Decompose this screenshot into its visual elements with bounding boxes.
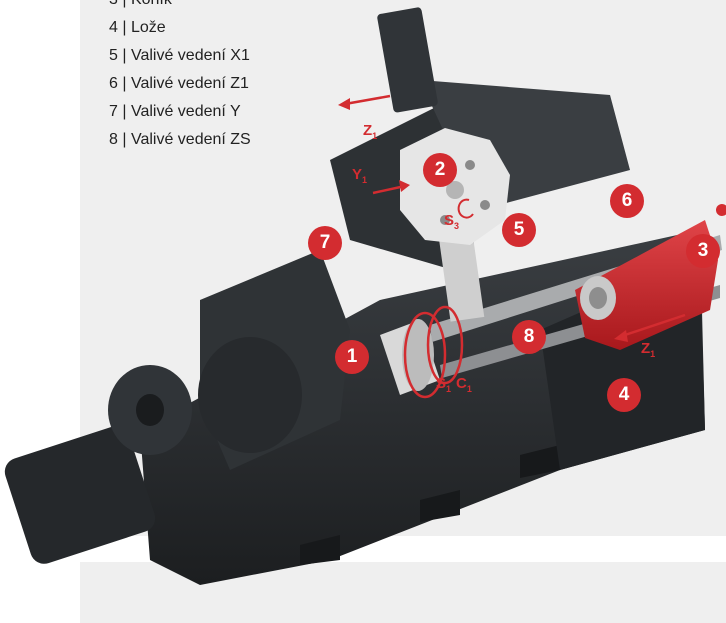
z1-right-axis-arrow [621,313,686,338]
s1-rotation-arrow [403,311,447,399]
callout-badge-7: 7 [308,226,342,260]
axis-label-s3: S3 [444,212,460,231]
motor-body [4,426,156,564]
s3-rotation-arrow [457,198,474,219]
c1-rotation-arrow [426,305,464,385]
legend-item: 5 | Valivé vedení X1 [109,47,250,64]
callout-badge-1: 1 [335,340,369,374]
callout-badge-6: 6 [610,184,644,218]
legend-item: 6 | Valivé vedení Z1 [109,75,249,92]
axis-label-c1: C1 [456,375,472,394]
axis-label-s1: S1 [436,375,452,394]
callout-badge-5: 5 [502,213,536,247]
z1-axis-arrow [344,94,391,106]
machine-bed [140,230,705,585]
headstock-flange [198,337,302,453]
callout-badge-8: 8 [512,320,546,354]
axis-label-y1: Y1 [352,166,368,185]
legend-item: 8 | Valivé vedení ZS [109,131,251,148]
turret-motor [377,7,438,113]
y1-axis-arrow [372,184,406,195]
component-legend: 3 | Koník 4 | Lože 5 | Valivé vedení X1 … [109,0,251,154]
axis-label-z1-top: Z1 [363,122,378,141]
axis-label-z1-right: Z1 [641,340,656,359]
legend-item: 4 | Lože [109,19,166,36]
bed-feet [300,445,560,565]
callout-badge-4: 4 [607,378,641,412]
legend-item: 3 | Koník [109,0,251,14]
tailstock [575,220,718,350]
callout-badge-2: 2 [423,153,457,187]
callout-badge-3: 3 [686,234,720,268]
legend-item: 7 | Valivé vedení Y [109,103,241,120]
